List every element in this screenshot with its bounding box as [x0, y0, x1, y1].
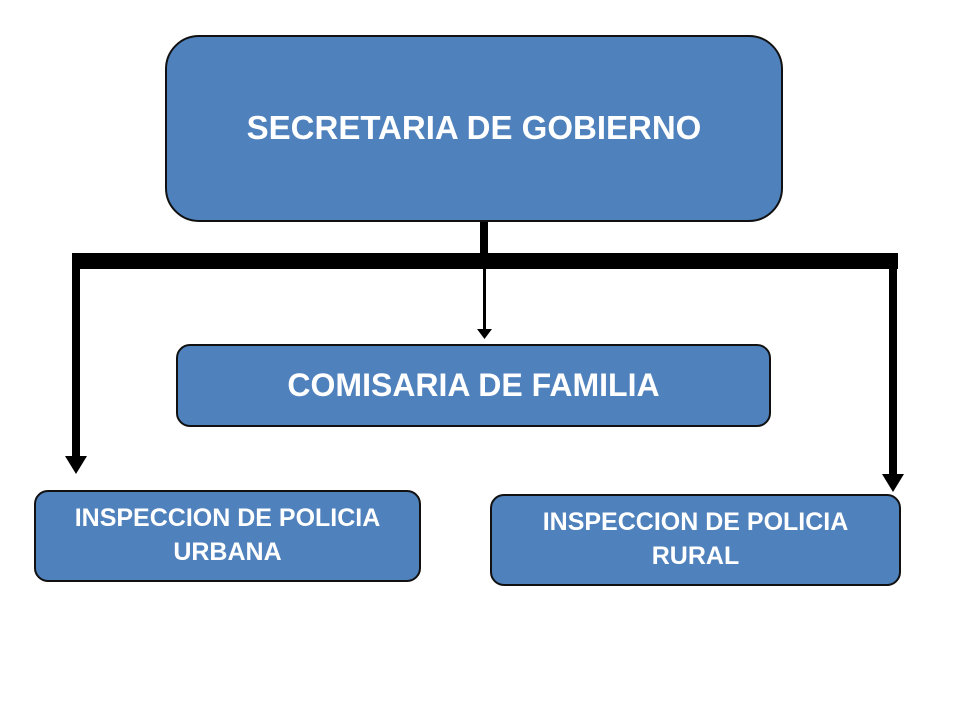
- node-label: INSPECCION DE POLICIA RURAL: [542, 508, 849, 570]
- connector-to-comisaria: [483, 269, 486, 331]
- node-label: COMISARIA DE FAMILIA: [287, 366, 660, 403]
- arrowhead-urbana: [65, 456, 87, 474]
- node-label: SECRETARIA DE GOBIERNO: [246, 109, 702, 147]
- node-inspeccion-policia-rural: INSPECCION DE POLICIA RURAL: [490, 494, 901, 586]
- connector-to-urbana: [72, 269, 80, 459]
- connector-to-rural: [889, 269, 897, 477]
- node-secretaria-de-gobierno: SECRETARIA DE GOBIERNO: [165, 35, 783, 222]
- node-inspeccion-policia-urbana: INSPECCION DE POLICIA URBANA: [34, 490, 421, 582]
- connector-stem: [480, 222, 488, 256]
- arrowhead-rural: [882, 474, 904, 492]
- connector-horizontal-bar: [72, 253, 898, 269]
- node-label: INSPECCION DE POLICIA URBANA: [74, 504, 381, 566]
- arrowhead-comisaria: [477, 329, 492, 339]
- node-comisaria-de-familia: COMISARIA DE FAMILIA: [176, 344, 771, 427]
